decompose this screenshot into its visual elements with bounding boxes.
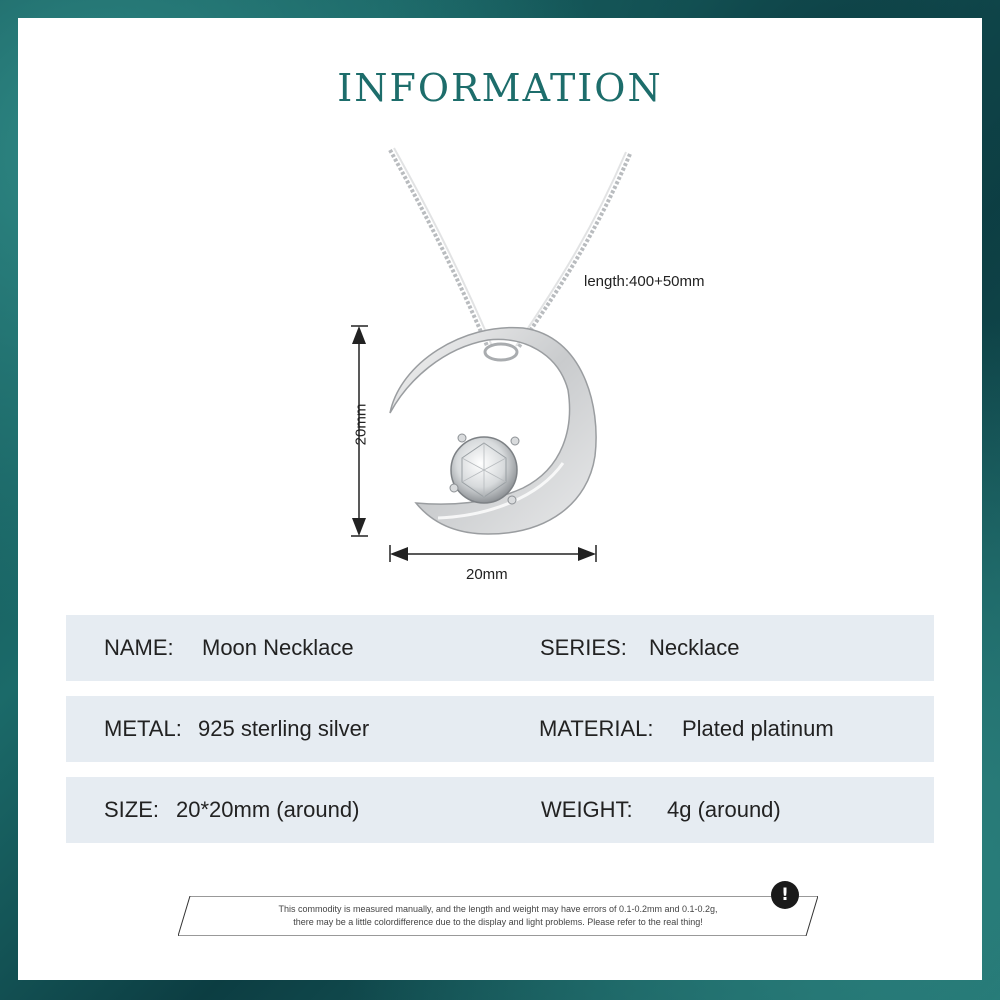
spec-value: 4g (around) — [667, 797, 781, 822]
spec-value: Plated platinum — [682, 716, 834, 741]
spec-value: Necklace — [649, 635, 740, 660]
spec-label: SERIES: — [540, 635, 627, 660]
page-title: INFORMATION — [337, 66, 663, 110]
notice-frame — [178, 896, 818, 936]
width-label: 20mm — [466, 566, 508, 583]
notice-line-1: This commodity is measured manually, and… — [278, 904, 718, 914]
height-dimension-arrow — [351, 325, 368, 537]
info-card: INFORMATION — [18, 18, 982, 980]
spec-value: Moon Necklace — [202, 635, 354, 660]
spec-label: NAME: — [104, 635, 174, 660]
moon-necklace-image — [351, 147, 632, 562]
product-illustration: length:400+50mm 20mm 20mm — [18, 18, 982, 618]
spec-label: MATERIAL: — [539, 716, 654, 741]
spec-label: WEIGHT: — [541, 797, 633, 822]
exclamation-icon: ! — [771, 881, 799, 909]
spec-row-metal: METAL: 925 sterling silver MATERIAL: Pla… — [66, 696, 934, 762]
spec-value: 20*20mm (around) — [176, 797, 360, 822]
height-label: 20mm — [352, 403, 370, 446]
spec-row-name: NAME: Moon Necklace SERIES: Necklace — [66, 615, 934, 681]
spec-value: 925 sterling silver — [198, 716, 370, 741]
notice-line-2: there may be a little colordifference du… — [293, 917, 703, 927]
chain — [388, 147, 632, 362]
spec-label: SIZE: — [104, 797, 160, 822]
spec-row-size: SIZE: 20*20mm (around) WEIGHT: 4g (aroun… — [66, 777, 934, 843]
crystal-stone — [449, 433, 520, 505]
length-label: length:400+50mm — [584, 273, 705, 290]
measurement-notice: This commodity is measured manually, and… — [178, 896, 818, 936]
width-dimension-arrow — [389, 545, 597, 562]
spec-label: METAL: — [104, 716, 182, 741]
